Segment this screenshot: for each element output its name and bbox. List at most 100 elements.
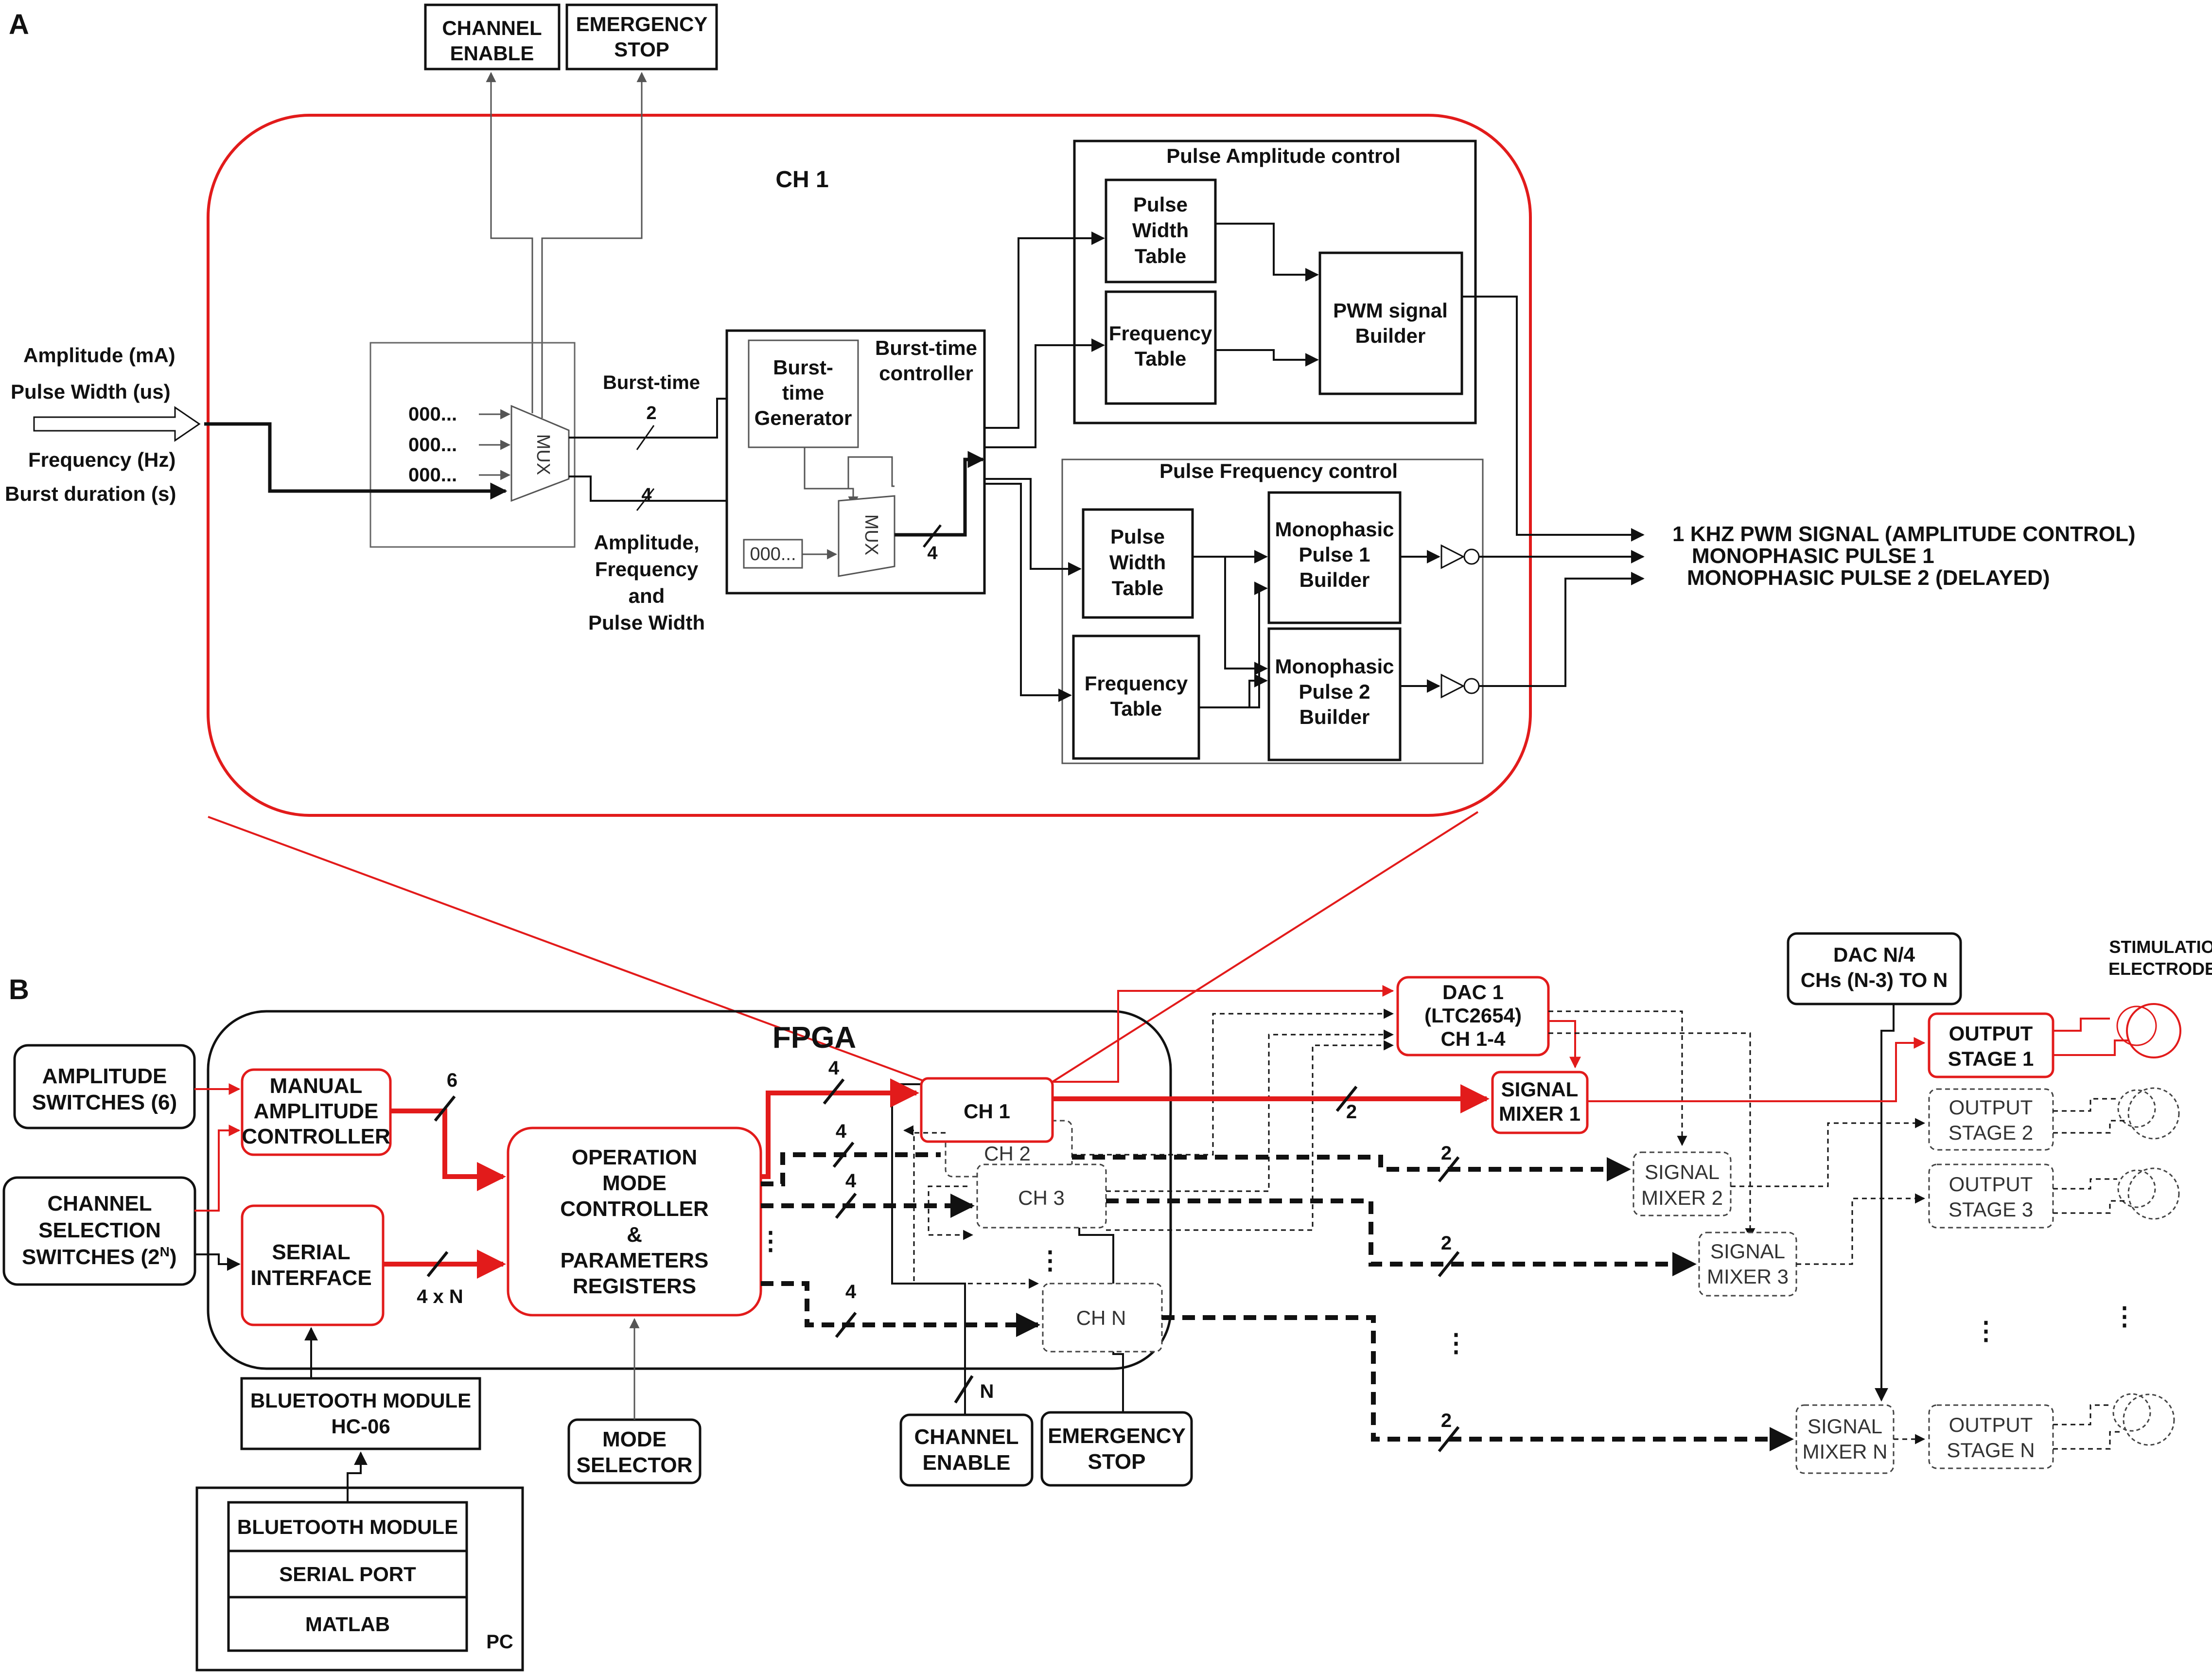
dacn-l2: CHs (N-3) TO N (1801, 969, 1948, 991)
op-mode-l1: OPERATION (572, 1145, 697, 1169)
output-pulse2: MONOPHASIC PULSE 2 (DELAYED) (1687, 566, 2050, 590)
pulse-frequency-control-group (1061, 458, 1484, 764)
pf-frequency-table (1072, 634, 1200, 760)
mixer1-l1: SIGNAL (1501, 1078, 1579, 1101)
input-arrow (33, 406, 201, 442)
out1-l2: STAGE 1 (1948, 1047, 2034, 1070)
pa-freq-table-l2: Table (1135, 347, 1187, 370)
fpga-frame (207, 1010, 1172, 1370)
mux1-in-2: 000... (408, 434, 457, 456)
out2-l2: STAGE 2 (1949, 1121, 2033, 1144)
bus-slash-mixn (1438, 1426, 1460, 1452)
out3-l2: STAGE 3 (1949, 1198, 2033, 1221)
wire-to-emergency-stop (541, 71, 647, 418)
burst-controller-l1: Burst-time (875, 336, 977, 359)
pa-pulse-width-table (1105, 178, 1217, 283)
stim-electrodes-l2: ELECTRODES (2108, 959, 2212, 979)
wire-opmode-to-ch1 (761, 1078, 919, 1179)
emergency-stop-a-l2: STOP (614, 38, 669, 61)
ch3-label: CH 3 (1018, 1186, 1065, 1209)
stim-electrodes-l1: STIMULATION (2109, 937, 2212, 957)
out2-l1: OUTPUT (1949, 1096, 2033, 1119)
wire-to-channel-enable (486, 71, 533, 413)
mode-selector-l1: MODE (602, 1427, 667, 1451)
inverter-1-icon (1440, 544, 1465, 569)
bus-slash-mix1 (1335, 1086, 1358, 1112)
burst-generator-l3: Generator (755, 406, 852, 429)
wire-ch3-to-mixer3 (1106, 1198, 1697, 1276)
emerg-stop-b-l2: STOP (1088, 1450, 1145, 1474)
channel-enable-a-l1: CHANNEL (442, 17, 542, 39)
fpga-label: FPGA (772, 1021, 856, 1055)
bus-slash-ch1 (823, 1078, 845, 1105)
pc-matlab (227, 1596, 468, 1652)
bus-slash-burst (636, 425, 655, 450)
mux1-in-1: 000... (408, 404, 457, 425)
wire-pf-freq-to-mono1 (1199, 581, 1268, 708)
electrode-pair-1-icon (2053, 1003, 2181, 1058)
ch1-title: CH 1 (775, 167, 828, 193)
burst-bus-width: 2 (646, 403, 656, 423)
amp-bus-width: 4 (641, 485, 651, 505)
mono2-l2: Pulse 2 (1299, 680, 1370, 703)
amplitude-switches[interactable] (13, 1044, 196, 1129)
wire-ctrl-dash-1 (913, 1132, 1039, 1289)
op-mode-l4: & (627, 1223, 642, 1247)
ch1-block (920, 1077, 1054, 1143)
mono1-l2: Pulse 1 (1299, 543, 1370, 566)
input-amplitude: Amplitude (mA) (23, 344, 176, 367)
pc-bt-label: BLUETOOTH MODULE (237, 1515, 458, 1538)
wire-chn-to-dac1 (1106, 1040, 1394, 1231)
panel-a-label: A (9, 9, 29, 40)
manual-amp-l3: CONTROLLER (242, 1125, 390, 1148)
emergency-stop-b[interactable] (1040, 1411, 1193, 1487)
ch1-detail-frame (207, 114, 1532, 817)
wire-manual-to-opmode (390, 1109, 506, 1191)
wire-dac1-to-mixer3 (1548, 1032, 1756, 1239)
output-dots-vertical: ⋮ (1973, 1317, 1999, 1345)
zoom-line-right (1052, 811, 1479, 1083)
out1-l1: OUTPUT (1949, 1022, 2033, 1045)
mux2-const: 000... (750, 544, 796, 564)
wire-pulse2-out (1479, 572, 1645, 687)
amp-switches-l2: SWITCHES (6) (32, 1091, 177, 1114)
wire-ch3-to-dac1 (1106, 1029, 1394, 1192)
wire-pf-freq-to-mono2 (1199, 674, 1268, 708)
channel-enable-b[interactable] (899, 1413, 1034, 1487)
dac1-block (1396, 976, 1550, 1057)
bus-slash-4xn (426, 1251, 449, 1277)
pulse-amplitude-control-group (1073, 140, 1477, 424)
zoom-line-left (208, 816, 927, 1083)
wire-pa-freq-to-pwm (1215, 349, 1319, 367)
bus-4-ch3: 4 (845, 1170, 857, 1192)
mono-pulse-1-builder (1267, 491, 1402, 624)
bus-4xn-label: 4 x N (417, 1286, 463, 1307)
chan-enable-b-l1: CHANNEL (914, 1425, 1018, 1449)
pc-matlab-label: MATLAB (305, 1613, 390, 1636)
dac-n4-block (1787, 932, 1962, 1005)
wire-chn-to-mixern (1162, 1315, 1794, 1451)
serial-interface (241, 1204, 385, 1326)
mux1-shape (510, 405, 570, 502)
emergency-stop-a-l1: EMERGENCY (576, 13, 708, 35)
inverter-1-bubble-icon (1463, 548, 1480, 565)
emergency-stop-box-a (565, 3, 718, 70)
channel-selection-switches[interactable] (2, 1176, 196, 1286)
output-pulse1: MONOPHASIC PULSE 1 (1692, 544, 1934, 568)
burst-generator-l2: time (782, 381, 824, 404)
mixer2-l1: SIGNAL (1645, 1161, 1720, 1183)
ch3-block (976, 1163, 1107, 1229)
bus-2-mix2: 2 (1441, 1143, 1452, 1164)
inverter-2-bubble-icon (1463, 678, 1480, 694)
inverter-2-icon (1440, 673, 1465, 699)
burst-time-generator (748, 339, 859, 448)
pc-bluetooth-module (227, 1501, 468, 1552)
input-frequency: Frequency (Hz) (28, 448, 176, 471)
mono2-l3: Builder (1299, 705, 1370, 728)
bus-slash-amp (636, 488, 655, 511)
ch2-label: CH 2 (984, 1142, 1031, 1165)
dac1-l3: CH 1-4 (1440, 1027, 1506, 1050)
pf-pw-table-l1: Pulse (1110, 525, 1165, 548)
dac1-l1: DAC 1 (1442, 981, 1504, 1004)
